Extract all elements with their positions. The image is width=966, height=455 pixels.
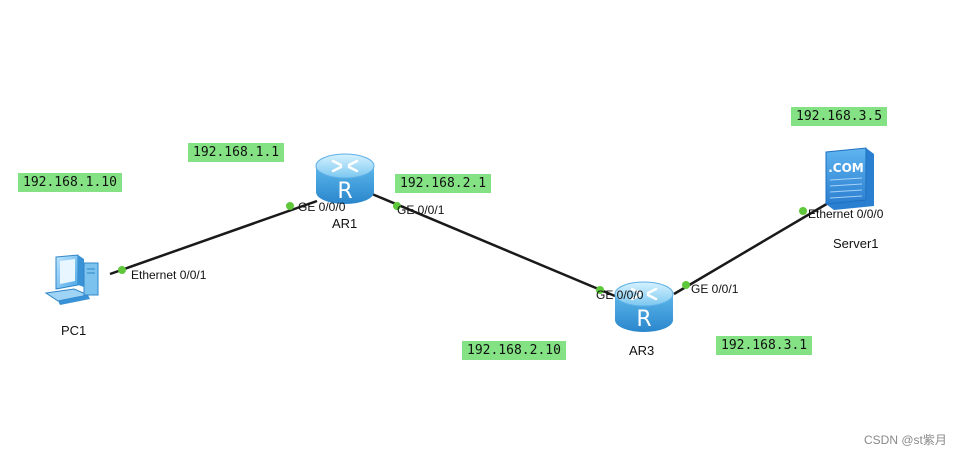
device-name-pc1: PC1 [61, 323, 87, 338]
port-dot-ar1-ge000 [286, 202, 294, 210]
port-label-pc1: Ethernet 0/0/1 [131, 268, 207, 282]
port-dot-ar3-ge001 [682, 281, 690, 289]
port-dot-ar1-ge001 [393, 202, 401, 210]
router-icon-ar1[interactable]: R [315, 153, 375, 204]
port-label-ar1-ge000: GE 0/0/0 [298, 200, 346, 214]
router-icon-ar3[interactable]: R [614, 281, 674, 332]
port-label-ar3-ge001: GE 0/0/1 [691, 282, 739, 296]
link-ar1-ar3[interactable] [371, 192, 616, 298]
device-name-ar3: AR3 [629, 343, 655, 358]
device-name-ar1: AR1 [332, 216, 358, 231]
ip-label-pc1: 192.168.1.10 [18, 173, 122, 192]
link-ar3-server1[interactable] [673, 200, 831, 296]
port-label-ar3-ge000: GE 0/0/0 [596, 288, 644, 302]
server-screen-label: .COM [828, 161, 864, 175]
port-dot-ar3-ge000 [596, 286, 604, 294]
svg-text:R: R [636, 307, 651, 332]
link-pc1-ar1[interactable] [109, 199, 318, 276]
device-name-server1: Server1 [833, 236, 879, 251]
ip-label-ar1-left: 192.168.1.1 [188, 143, 285, 162]
ip-label-ar3-left: 192.168.2.10 [462, 341, 566, 360]
port-dot-pc1-eth001 [118, 266, 126, 274]
server-icon[interactable]: .COM [825, 147, 874, 210]
port-dot-server1-eth000 [799, 207, 807, 215]
port-label-ar1-ge001: GE 0/0/1 [397, 203, 445, 217]
ip-label-ar3-right: 192.168.3.1 [716, 336, 813, 355]
ip-label-ar1-right: 192.168.2.1 [395, 174, 492, 193]
ip-label-server1: 192.168.3.5 [791, 107, 888, 126]
port-label-server1: Ethernet 0/0/0 [808, 207, 884, 221]
watermark: CSDN @st紫月 [864, 433, 947, 447]
svg-text:R: R [337, 179, 352, 204]
pc-icon[interactable] [44, 254, 99, 305]
